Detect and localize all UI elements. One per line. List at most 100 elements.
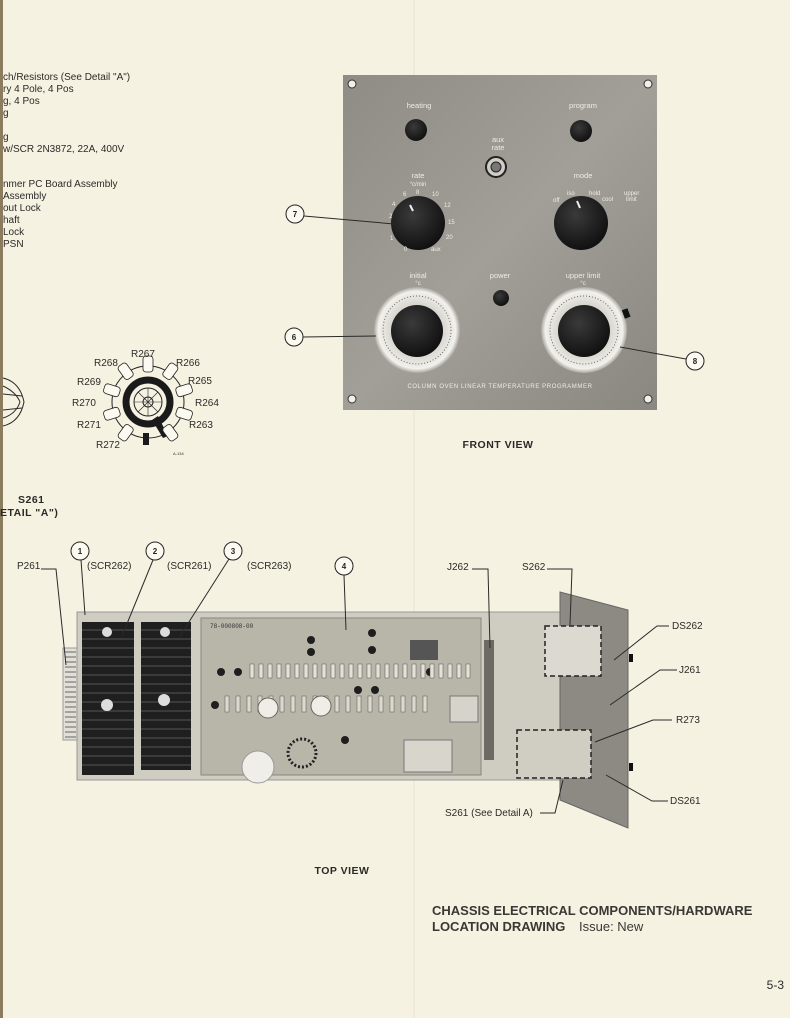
resistor: [348, 663, 354, 679]
power-lamp: [493, 290, 509, 306]
resistor: [375, 663, 381, 679]
parts-list-fragment: ch/Resistors (See Detail "A") ry 4 Pole,…: [2, 72, 130, 250]
mode-knob[interactable]: [554, 196, 608, 250]
resistor-body: [175, 406, 193, 421]
panel-label-upper-limit: upper limit: [566, 271, 602, 280]
parts-list-line: PSN: [3, 239, 24, 250]
panel-label-rate-units: °c/min: [410, 182, 427, 188]
resistor: [276, 663, 282, 679]
resistor: [249, 663, 255, 679]
resistor: [400, 695, 406, 713]
resistor: [334, 695, 340, 713]
resistor: [312, 663, 318, 679]
resistor: [235, 695, 241, 713]
resistor: [357, 663, 363, 679]
callout-7: 7: [285, 204, 395, 225]
parts-list-line: haft: [3, 215, 20, 226]
parts-list-line: out Lock: [3, 203, 42, 214]
resistor-label: R265: [188, 376, 212, 387]
trimmer-pot: [310, 695, 332, 717]
s261-outline: [516, 729, 592, 779]
rate-scale-mark: 12: [444, 203, 451, 209]
resistor: [330, 663, 336, 679]
transistor: [341, 736, 349, 744]
rate-scale-mark: 1: [390, 236, 394, 242]
rate-scale-mark: 4: [392, 202, 396, 208]
resistor: [339, 663, 345, 679]
resistor: [393, 663, 399, 679]
heating-lamp: [405, 119, 427, 141]
transistor: [354, 686, 362, 694]
panel-label-aux: aux: [492, 135, 504, 144]
panel-label-program: program: [569, 101, 597, 110]
rate-knob[interactable]: [391, 196, 445, 250]
panel-label-initial-units: °c: [415, 281, 420, 287]
detail-a-switch-drawing: [103, 355, 193, 445]
resistor: [456, 663, 462, 679]
front-panel-photo: heating program aux rate rate °c/min mod…: [343, 75, 657, 410]
transistor: [307, 636, 315, 644]
resistor: [378, 695, 384, 713]
resistor: [411, 663, 417, 679]
mode-position-label: limit: [626, 197, 637, 203]
parts-list-line: g: [3, 132, 9, 143]
resistor-label: R266: [176, 358, 200, 369]
panel-label-heating: heating: [407, 101, 432, 110]
upper-limit-dial[interactable]: [541, 287, 631, 373]
capacitor: [241, 750, 275, 784]
transistor: [211, 701, 219, 709]
mode-position-label: cool: [602, 197, 613, 203]
resistor: [411, 695, 417, 713]
resistor-body: [103, 383, 121, 398]
panel-title: COLUMN OVEN LINEAR TEMPERATURE PROGRAMME…: [407, 384, 592, 390]
resistor-label: R269: [77, 377, 101, 388]
resistor: [367, 695, 373, 713]
resistor: [465, 663, 471, 679]
resistor: [290, 695, 296, 713]
panel-label-rate: rate: [492, 143, 505, 152]
mode-position-label: hold: [589, 191, 600, 197]
svg-text:2: 2: [153, 547, 158, 556]
initial-dial[interactable]: [374, 287, 460, 373]
parts-list-line: Assembly: [3, 191, 46, 202]
transistor: [234, 668, 242, 676]
drawing-number: A-134: [173, 451, 184, 456]
transistor: [368, 646, 376, 654]
transistor: [307, 648, 315, 656]
resistor-body: [142, 355, 154, 373]
s262-outline: [544, 625, 602, 677]
parts-list-line: nmer PC Board Assembly: [3, 179, 118, 190]
resistor-label: R267: [131, 349, 155, 360]
callout-6: 6: [284, 327, 377, 347]
detail-caption: S261: [18, 494, 45, 506]
issue-label: Issue: New: [579, 919, 644, 934]
svg-text:7: 7: [293, 210, 298, 219]
top-view-photo: 78-000808-00: [62, 591, 633, 829]
label-scr261: (SCR261): [167, 561, 211, 572]
resistor-body: [162, 362, 179, 380]
detail-caption: ETAIL "A"): [0, 507, 58, 519]
front-view-caption: FRONT VIEW: [463, 439, 534, 451]
resistor-label: R268: [94, 358, 118, 369]
top-view-caption: TOP VIEW: [315, 865, 370, 877]
heatsink: [82, 622, 134, 775]
mode-position-label: upper: [624, 191, 639, 197]
label-s261: S261 (See Detail A): [445, 808, 533, 819]
transformer: [403, 739, 453, 773]
rate-scale-mark: 0: [404, 247, 408, 253]
panel-label-mode: mode: [574, 171, 593, 180]
callout-8: 8: [619, 346, 705, 371]
resistor-label: R264: [195, 398, 219, 409]
rate-scale-mark: 6: [403, 192, 407, 198]
resistor: [303, 663, 309, 679]
svg-text:3: 3: [231, 547, 236, 556]
parts-list-line: g: [3, 108, 9, 119]
resistor-body: [162, 424, 179, 442]
resistor: [438, 663, 444, 679]
program-lamp: [570, 120, 592, 142]
partial-switch-drawing: [2, 377, 25, 427]
panel-label-upper-limit-units: °c: [580, 281, 585, 287]
resistor: [258, 663, 264, 679]
rate-scale-mark: 8: [416, 190, 420, 196]
